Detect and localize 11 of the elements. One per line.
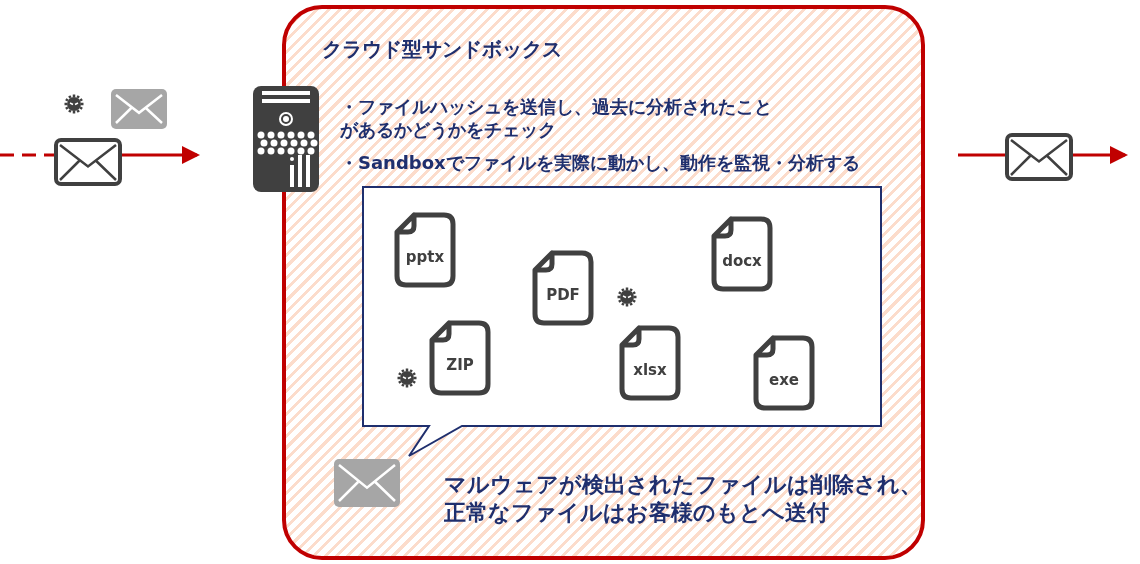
title-text: クラウド型サンドボックス xyxy=(322,37,562,63)
file-extension-label: ZIP xyxy=(445,356,475,374)
file-extension-label: PDF xyxy=(545,286,581,304)
file-extension-label: exe xyxy=(768,371,800,389)
file-extension-label: xlsx xyxy=(632,361,668,379)
sandbox-panel xyxy=(282,5,925,560)
file-extension-label: docx xyxy=(721,252,763,270)
bullet-text: ・Sandboxでファイルを実際に動かし、動作を監視・分析する xyxy=(340,151,860,175)
result-text: マルウェアが検出されたファイルは削除され、正常なファイルはお客様のもとへ送付 xyxy=(444,471,923,528)
bullet-text: ・ファイルハッシュを送信し、過去に分析されたことがあるかどうかをチェック xyxy=(340,95,773,142)
file-extension-label: pptx xyxy=(404,248,446,266)
